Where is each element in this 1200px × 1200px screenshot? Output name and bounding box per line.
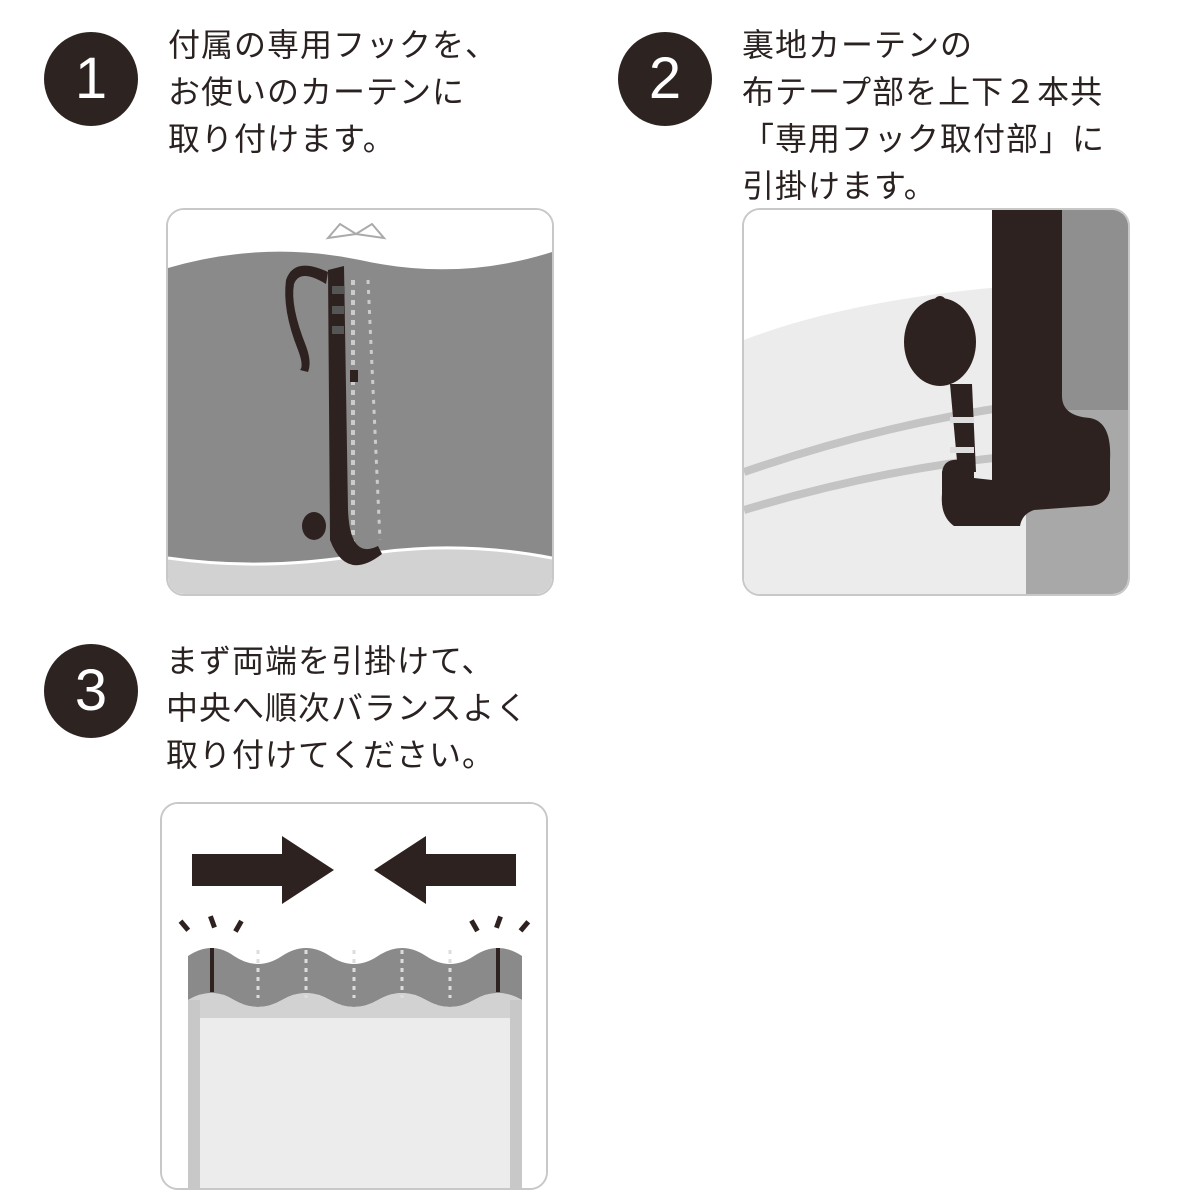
step-3-illustration — [160, 802, 548, 1190]
curtain-hook-icon — [285, 265, 382, 566]
step-1-illustration — [166, 208, 554, 596]
ribbon-bow-icon — [325, 222, 387, 240]
step-2-instruction: 裏地カーテンの 布テープ部を上下２本共 「専用フック取付部」に 引掛けます。 — [742, 26, 1106, 205]
step-3-instruction: まず両端を引掛けて、 中央へ順次バランスよく 取り付けてください。 — [166, 642, 529, 774]
step-1-number-badge: 1 — [44, 32, 138, 126]
step-2-illustration — [742, 208, 1130, 596]
curtain-body — [168, 251, 552, 565]
hook-attachment-icon — [904, 210, 1111, 526]
step-1-instruction: 付属の専用フックを、 お使いのカーテンに 取り付けます。 — [168, 26, 499, 158]
arrow-left-icon — [374, 836, 516, 904]
step-2-number-badge: 2 — [618, 32, 712, 126]
arrow-right-icon — [192, 836, 334, 904]
step-3-number-badge: 3 — [44, 644, 138, 738]
